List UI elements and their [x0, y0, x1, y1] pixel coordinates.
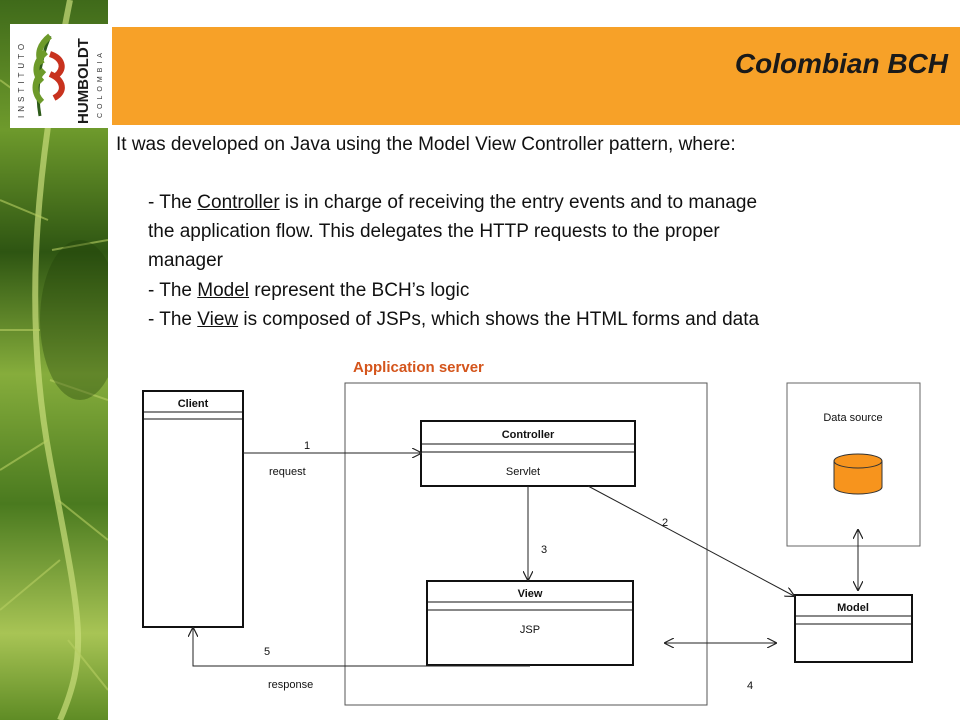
data-source-box: Data source	[786, 382, 921, 547]
humboldt-logo-mark: INSTITUTO HUMBOLDT COLOMBIA	[17, 33, 104, 124]
logo-bottom-text: COLOMBIA	[97, 49, 104, 118]
bullet-suffix: is composed of JSPs, which shows the HTM…	[238, 309, 760, 330]
request-label: request	[269, 466, 306, 478]
bullet-controller-line3: manager	[148, 250, 223, 271]
bullet-model: - The Model represent the BCH’s logic	[148, 276, 938, 305]
arrow-response	[193, 628, 530, 667]
bullet-suffix: is in charge of receiving the entry even…	[279, 192, 758, 213]
response-label: response	[268, 679, 313, 691]
controller-label: Controller	[502, 429, 555, 441]
app-server-frame	[344, 382, 708, 706]
bullet-prefix: - The	[148, 192, 198, 213]
logo-main-text: HUMBOLDT	[75, 38, 92, 124]
app-server-label: Application server	[353, 359, 484, 376]
keyword-controller: Controller	[197, 192, 280, 213]
controller-box: Controller Servlet	[420, 420, 636, 487]
keyword-view: View	[197, 309, 239, 330]
model-arrow-number: 2	[662, 517, 668, 529]
view-model-arrow-number: 4	[747, 680, 753, 692]
bullet-prefix: - The	[148, 309, 198, 330]
client-label: Client	[178, 398, 209, 410]
model-label: Model	[837, 602, 869, 614]
view-label: View	[518, 588, 543, 600]
request-number: 1	[304, 440, 310, 452]
bullet-suffix: represent the BCH’s logic	[249, 280, 470, 301]
view-arrow-number: 3	[541, 544, 547, 556]
response-number: 5	[264, 646, 270, 658]
header-bar	[108, 27, 960, 125]
view-box: View JSP	[426, 580, 634, 666]
arrow-controller-model	[587, 485, 794, 596]
slide-title: Colombian BCH	[734, 48, 948, 79]
humboldt-logo: INSTITUTO HUMBOLDT COLOMBIA	[10, 24, 112, 128]
bullet-controller-line2: the application flow. This delegates the…	[148, 221, 720, 242]
client-box: Client	[142, 390, 244, 628]
logo-top-text: INSTITUTO	[17, 40, 26, 118]
bullet-view: - The View is composed of JSPs, which sh…	[148, 305, 938, 334]
database-icon	[833, 453, 883, 495]
intro-text: It was developed on Java using the Model…	[116, 134, 736, 155]
bullet-controller: - The Controller is in charge of receivi…	[148, 188, 938, 275]
bullet-controller-line1: - The Controller is in charge of receivi…	[148, 188, 938, 217]
data-source-label: Data source	[823, 412, 882, 424]
controller-body: Servlet	[506, 466, 540, 478]
bullet-prefix: - The	[148, 280, 198, 301]
keyword-model: Model	[197, 280, 250, 301]
model-box: Model	[794, 594, 913, 663]
view-body: JSP	[520, 624, 540, 636]
